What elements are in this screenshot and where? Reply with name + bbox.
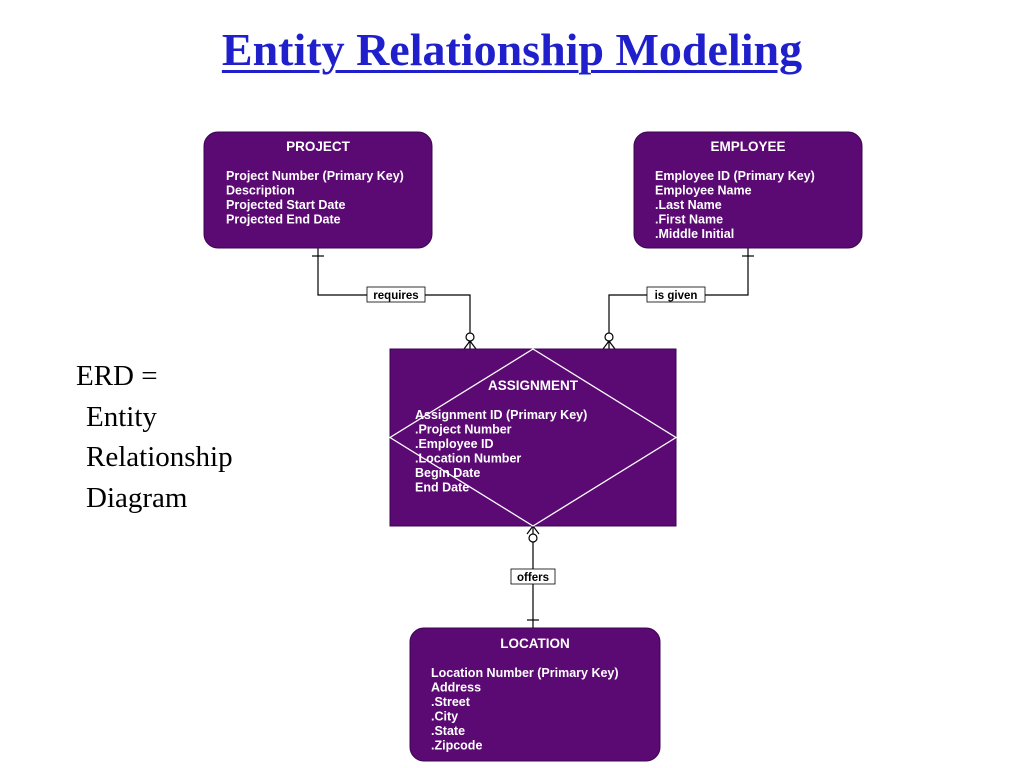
- entity-project-attr: Project Number (Primary Key): [226, 169, 404, 183]
- entity-employee-attr: Employee Name: [655, 184, 752, 198]
- entity-location-attr: .Zipcode: [431, 739, 482, 753]
- entity-assignment-attr: End Date: [415, 481, 469, 495]
- entity-location-attr: .State: [431, 724, 465, 738]
- relationship-is-given-label: is given: [655, 290, 698, 302]
- entity-assignment-title: ASSIGNMENT: [488, 378, 579, 393]
- entity-project-attr: Projected End Date: [226, 213, 341, 227]
- entity-assignment-attr: .Location Number: [415, 452, 521, 466]
- entity-assignment-attr: .Employee ID: [415, 437, 494, 451]
- entity-location-attr: .City: [431, 710, 458, 724]
- entity-employee-attr: .Last Name: [655, 198, 722, 212]
- entity-employee-title: EMPLOYEE: [710, 139, 785, 154]
- entity-location-attr: Location Number (Primary Key): [431, 666, 619, 680]
- entity-employee-attr: .Middle Initial: [655, 227, 734, 241]
- entity-project-title: PROJECT: [286, 139, 351, 154]
- entity-project-attr: Description: [226, 184, 295, 198]
- entity-location-attr: Address: [431, 681, 481, 695]
- entity-project: PROJECT Project Number (Primary Key) Des…: [203, 131, 433, 249]
- assignment-diamond: [388, 348, 678, 527]
- entity-assignment-attr: Begin Date: [415, 466, 480, 480]
- erd-term-relationship: Relationship: [86, 441, 233, 473]
- erd-definition: ERD = Entity Relationship Diagram: [76, 356, 233, 518]
- entity-assignment-attr: Assignment ID (Primary Key): [415, 408, 587, 422]
- entity-location: LOCATION Location Number (Primary Key) A…: [409, 627, 661, 762]
- relationship-is-given: is given: [646, 286, 706, 303]
- entity-project-attr: Projected Start Date: [226, 198, 346, 212]
- slide-title: Entity Relationship Modeling: [221, 24, 803, 75]
- entity-employee-attr: .First Name: [655, 213, 723, 227]
- entity-assignment-attr: .Project Number: [415, 423, 512, 437]
- connector-assignment-location: [526, 525, 540, 628]
- erd-heading: ERD =: [76, 360, 158, 392]
- entity-employee: EMPLOYEE Employee ID (Primary Key) Emplo…: [633, 131, 863, 249]
- entity-location-title: LOCATION: [500, 636, 570, 651]
- relationship-requires-label: requires: [373, 290, 418, 302]
- relationship-requires: requires: [366, 286, 426, 303]
- entity-employee-attr: Employee ID (Primary Key): [655, 169, 815, 183]
- relationship-offers: offers: [510, 568, 556, 585]
- entity-location-attr: .Street: [431, 695, 471, 709]
- erd-term-entity: Entity: [86, 400, 157, 433]
- entity-assignment: ASSIGNMENT Assignment ID (Primary Key) .…: [388, 348, 678, 527]
- erd-term-diagram: Diagram: [86, 481, 188, 514]
- relationship-offers-label: offers: [517, 572, 549, 584]
